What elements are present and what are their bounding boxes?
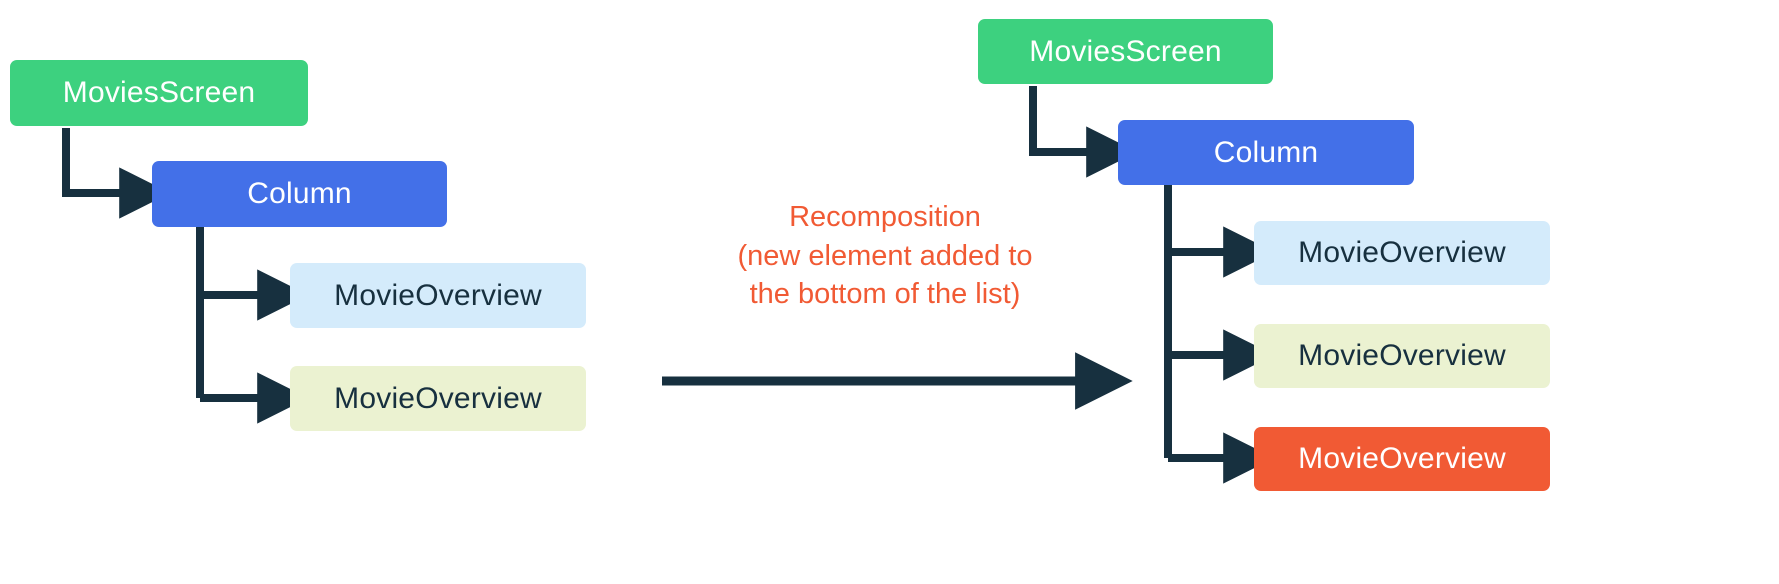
before-node-movie-overview-2[interactable]: MovieOverview <box>290 366 586 431</box>
before-node-column[interactable]: Column <box>152 161 447 227</box>
edge-left-root-to-column <box>62 128 171 219</box>
after-node-movie-overview-1[interactable]: MovieOverview <box>1254 221 1550 285</box>
after-node-movie-overview-2[interactable]: MovieOverview <box>1254 324 1550 388</box>
after-node-movies-screen[interactable]: MoviesScreen <box>978 19 1273 84</box>
transition-label: Recomposition (new element added to the … <box>737 201 1033 311</box>
edge-right-root-to-column <box>1029 86 1138 178</box>
after-node-movie-overview-3-new[interactable]: MovieOverview <box>1254 427 1550 491</box>
edge-left-column-to-children <box>196 222 309 424</box>
before-node-movie-overview-1[interactable]: MovieOverview <box>290 263 586 328</box>
edge-right-column-to-children <box>1164 181 1275 484</box>
after-node-column[interactable]: Column <box>1118 120 1414 185</box>
before-node-movies-screen[interactable]: MoviesScreen <box>10 60 308 126</box>
